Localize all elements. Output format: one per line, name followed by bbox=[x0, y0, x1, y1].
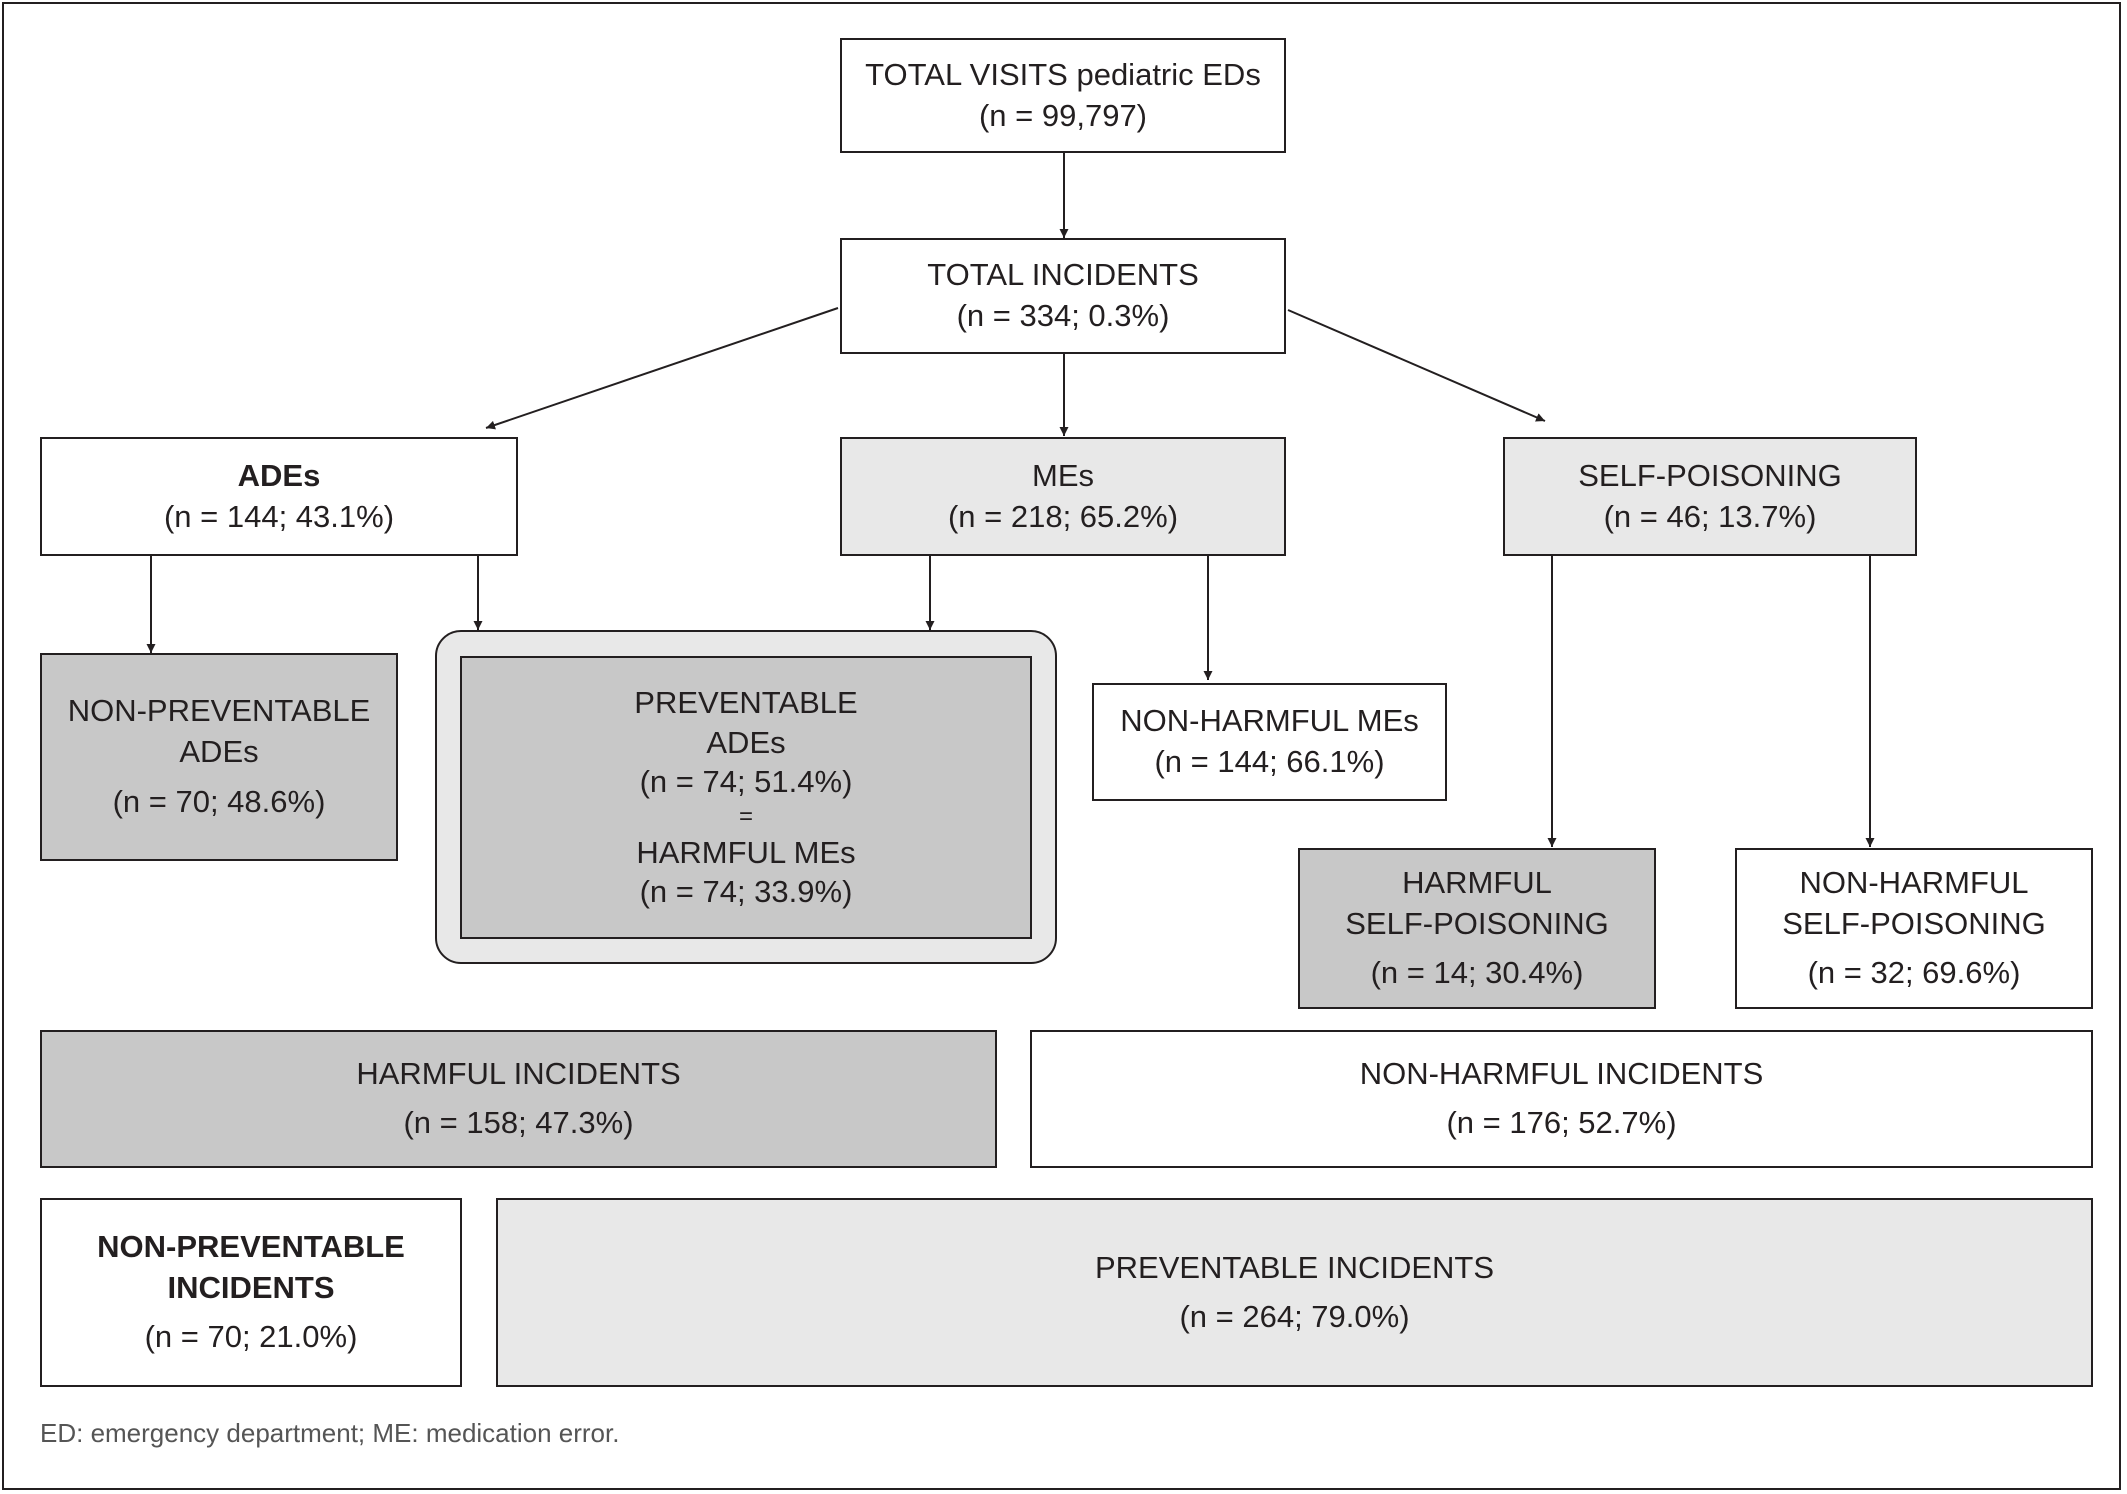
ades-count: (n = 144; 43.1%) bbox=[163, 498, 395, 534]
mes-box: MEs (n = 218; 65.2%) bbox=[840, 437, 1286, 556]
non-harmful-self-poisoning-count: (n = 32; 69.6%) bbox=[1807, 954, 2021, 990]
non-preventable-incidents-count: (n = 70; 21.0%) bbox=[144, 1318, 358, 1354]
arrow-incidents-to-ades bbox=[485, 307, 839, 430]
self-poisoning-title: SELF-POISONING bbox=[1578, 457, 1842, 493]
non-harmful-incidents-title: NON-HARMFUL INCIDENTS bbox=[1359, 1056, 1764, 1092]
harmful-incidents-count: (n = 158; 47.3%) bbox=[403, 1105, 634, 1140]
mes-title: MEs bbox=[1032, 457, 1094, 493]
non-harmful-self-poisoning-box: NON-HARMFUL SELF-POISONING (n = 32; 69.6… bbox=[1735, 848, 2093, 1009]
non-harmful-incidents-box: NON-HARMFUL INCIDENTS (n = 176; 52.7%) bbox=[1030, 1030, 2093, 1168]
self-poisoning-count: (n = 46; 13.7%) bbox=[1603, 498, 1817, 534]
preventable-ades-line2: ADEs bbox=[706, 724, 786, 760]
preventable-ades-line1: PREVENTABLE bbox=[634, 684, 858, 720]
harmful-mes-label: HARMFUL MEs bbox=[636, 834, 856, 870]
harmful-self-poisoning-line1: HARMFUL bbox=[1402, 865, 1552, 901]
harmful-incidents-box: HARMFUL INCIDENTS (n = 158; 47.3%) bbox=[40, 1030, 997, 1168]
total-visits-count: (n = 99,797) bbox=[978, 97, 1148, 133]
non-preventable-ades-line1: NON-PREVENTABLE bbox=[67, 692, 371, 728]
non-preventable-incidents-box: NON-PREVENTABLE INCIDENTS (n = 70; 21.0%… bbox=[40, 1198, 462, 1387]
harmful-self-poisoning-count: (n = 14; 30.4%) bbox=[1370, 954, 1584, 990]
preventable-incidents-count: (n = 264; 79.0%) bbox=[1179, 1298, 1410, 1334]
non-harmful-mes-box: NON-HARMFUL MEs (n = 144; 66.1%) bbox=[1092, 683, 1447, 801]
footnote: ED: emergency department; ME: medication… bbox=[40, 1418, 620, 1448]
self-poisoning-box: SELF-POISONING (n = 46; 13.7%) bbox=[1503, 437, 1917, 556]
non-harmful-self-poisoning-line1: NON-HARMFUL bbox=[1799, 865, 2029, 901]
non-harmful-incidents-count: (n = 176; 52.7%) bbox=[1446, 1105, 1677, 1140]
preventable-ades-count: (n = 74; 51.4%) bbox=[639, 764, 853, 800]
ades-box: ADEs (n = 144; 43.1%) bbox=[40, 437, 518, 556]
total-incidents-box: TOTAL INCIDENTS (n = 334; 0.3%) bbox=[840, 238, 1286, 354]
non-preventable-incidents-line2: INCIDENTS bbox=[167, 1270, 335, 1306]
harmful-mes-count: (n = 74; 33.9%) bbox=[639, 874, 853, 910]
preventable-ades-box: PREVENTABLE ADEs (n = 74; 51.4%) = HARMF… bbox=[460, 656, 1032, 939]
ades-title: ADEs bbox=[237, 457, 321, 493]
harmful-incidents-title: HARMFUL INCIDENTS bbox=[356, 1056, 681, 1092]
total-incidents-count: (n = 334; 0.3%) bbox=[956, 298, 1170, 333]
mes-count: (n = 218; 65.2%) bbox=[947, 498, 1179, 534]
non-preventable-ades-line2: ADEs bbox=[179, 733, 259, 769]
non-preventable-ades-box: NON-PREVENTABLE ADEs (n = 70; 48.6%) bbox=[40, 653, 398, 861]
harmful-self-poisoning-line2: SELF-POISONING bbox=[1345, 906, 1609, 942]
non-preventable-ades-count: (n = 70; 48.6%) bbox=[112, 784, 326, 820]
total-visits-box: TOTAL VISITS pediatric EDs (n = 99,797) bbox=[840, 38, 1286, 153]
arrow-incidents-to-self-poisoning bbox=[1287, 309, 1546, 422]
non-preventable-incidents-line1: NON-PREVENTABLE bbox=[97, 1229, 405, 1265]
total-incidents-title: TOTAL INCIDENTS bbox=[927, 257, 1199, 293]
preventable-incidents-box: PREVENTABLE INCIDENTS (n = 264; 79.0%) bbox=[496, 1198, 2093, 1387]
non-harmful-mes-count: (n = 144; 66.1%) bbox=[1154, 744, 1385, 779]
preventable-ades-equals: = bbox=[738, 802, 753, 830]
total-visits-title: TOTAL VISITS pediatric EDs bbox=[865, 56, 1261, 92]
non-harmful-self-poisoning-line2: SELF-POISONING bbox=[1782, 906, 2046, 942]
harmful-self-poisoning-box: HARMFUL SELF-POISONING (n = 14; 30.4%) bbox=[1298, 848, 1656, 1009]
preventable-incidents-title: PREVENTABLE INCIDENTS bbox=[1094, 1249, 1495, 1285]
non-harmful-mes-title: NON-HARMFUL MEs bbox=[1120, 703, 1419, 739]
